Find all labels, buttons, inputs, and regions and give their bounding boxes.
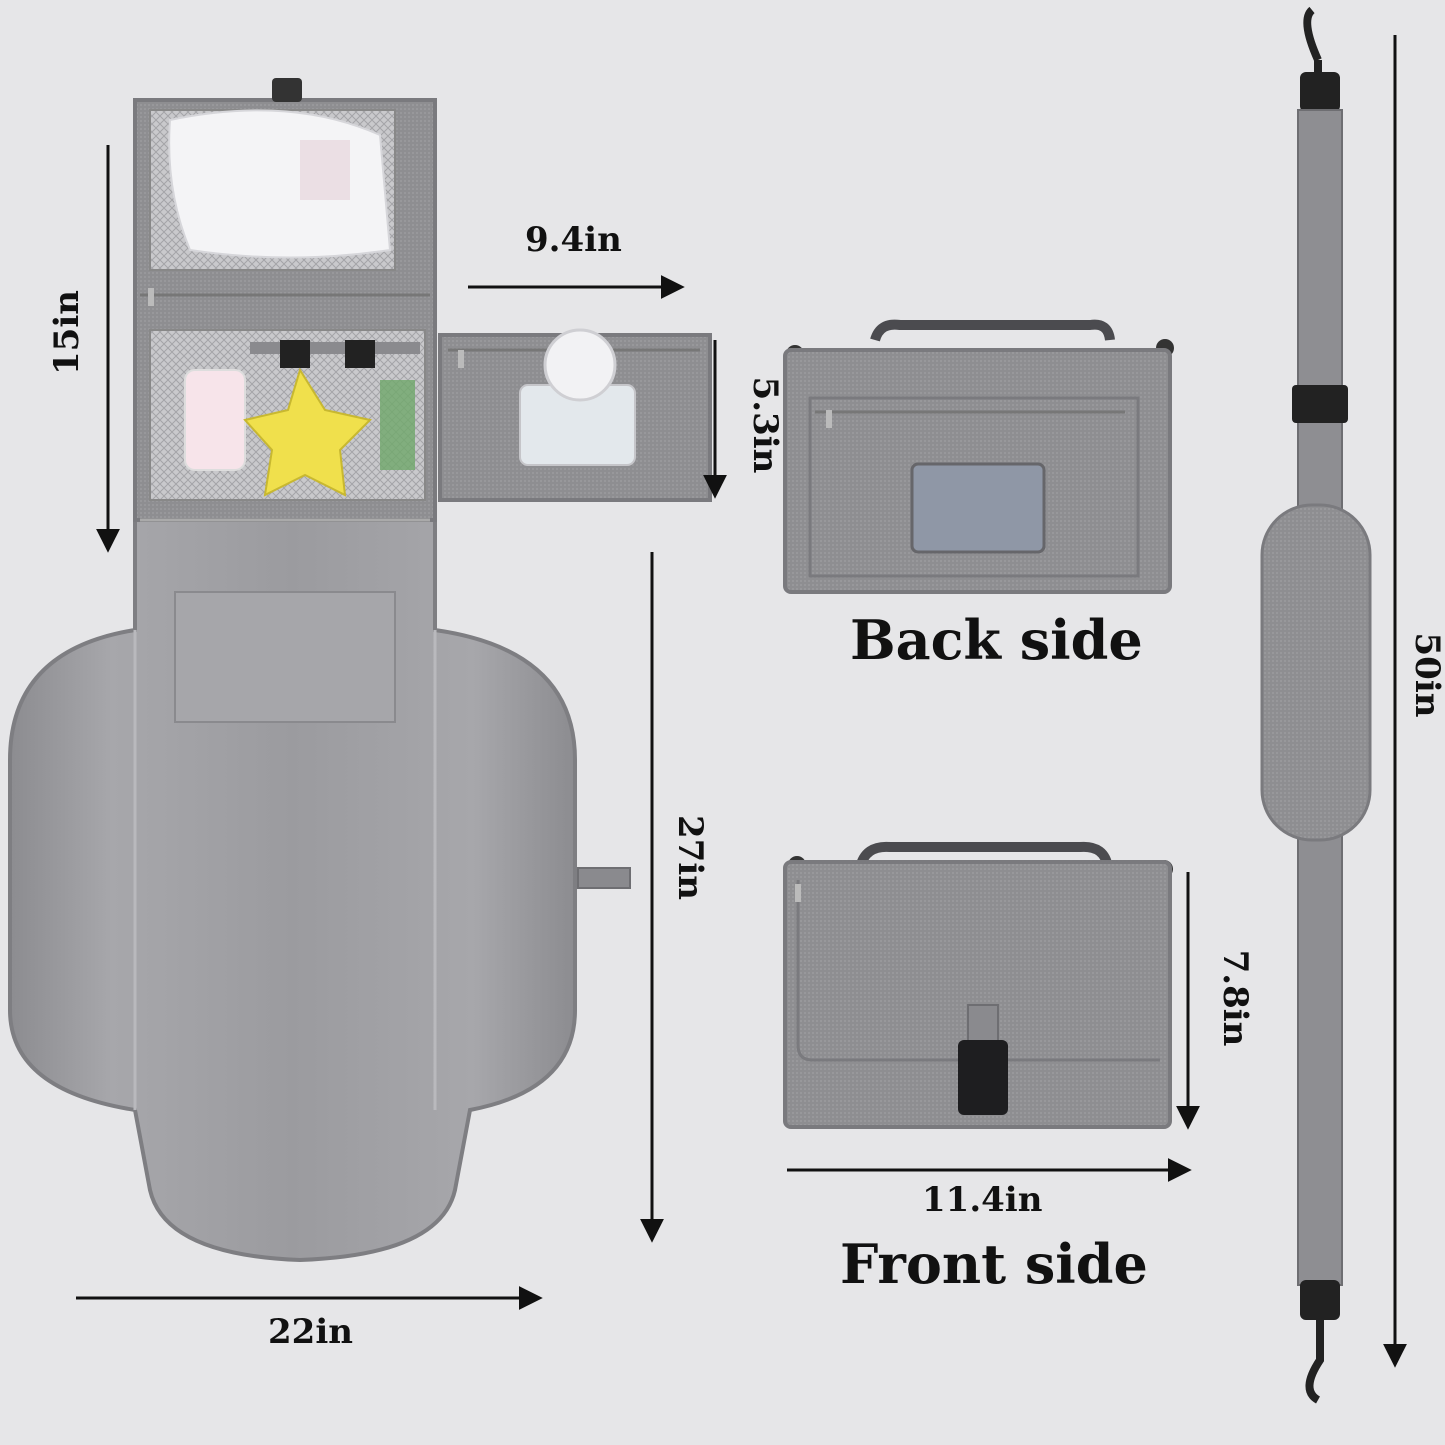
shoulder-strap xyxy=(1260,6,1372,1404)
diaper xyxy=(168,109,392,259)
label-side-pocket-height: 5.3in xyxy=(745,376,785,474)
label-folded-width: 11.4in xyxy=(922,1180,1043,1220)
velcro-tab xyxy=(272,78,302,102)
wipes-lid xyxy=(543,328,617,402)
unfolded-changing-mat xyxy=(8,78,712,1263)
folded-bag-front xyxy=(783,841,1173,1129)
caption-back-side: Back side xyxy=(850,608,1143,672)
label-top-flap-length: 15in xyxy=(47,290,87,375)
folded-bag-back xyxy=(783,319,1174,594)
pad-clear-pocket xyxy=(174,591,396,723)
label-side-pocket-width: 9.4in xyxy=(525,220,622,260)
elastic-strap xyxy=(250,342,420,354)
dimension-arrows xyxy=(76,35,1407,1368)
shoulder-pad xyxy=(1260,503,1372,842)
label-folded-height: 7.8in xyxy=(1215,949,1255,1047)
caption-front-side: Front side xyxy=(840,1232,1148,1296)
label-strap-length: 50in xyxy=(1407,632,1445,718)
toy-star xyxy=(243,367,372,497)
label-mat-width: 22in xyxy=(268,1312,353,1352)
wipes-window xyxy=(910,462,1046,554)
buckle xyxy=(958,1040,1008,1115)
side-tab xyxy=(577,867,631,889)
label-mat-length: 27in xyxy=(670,815,710,900)
lotion-bottle xyxy=(184,369,246,471)
